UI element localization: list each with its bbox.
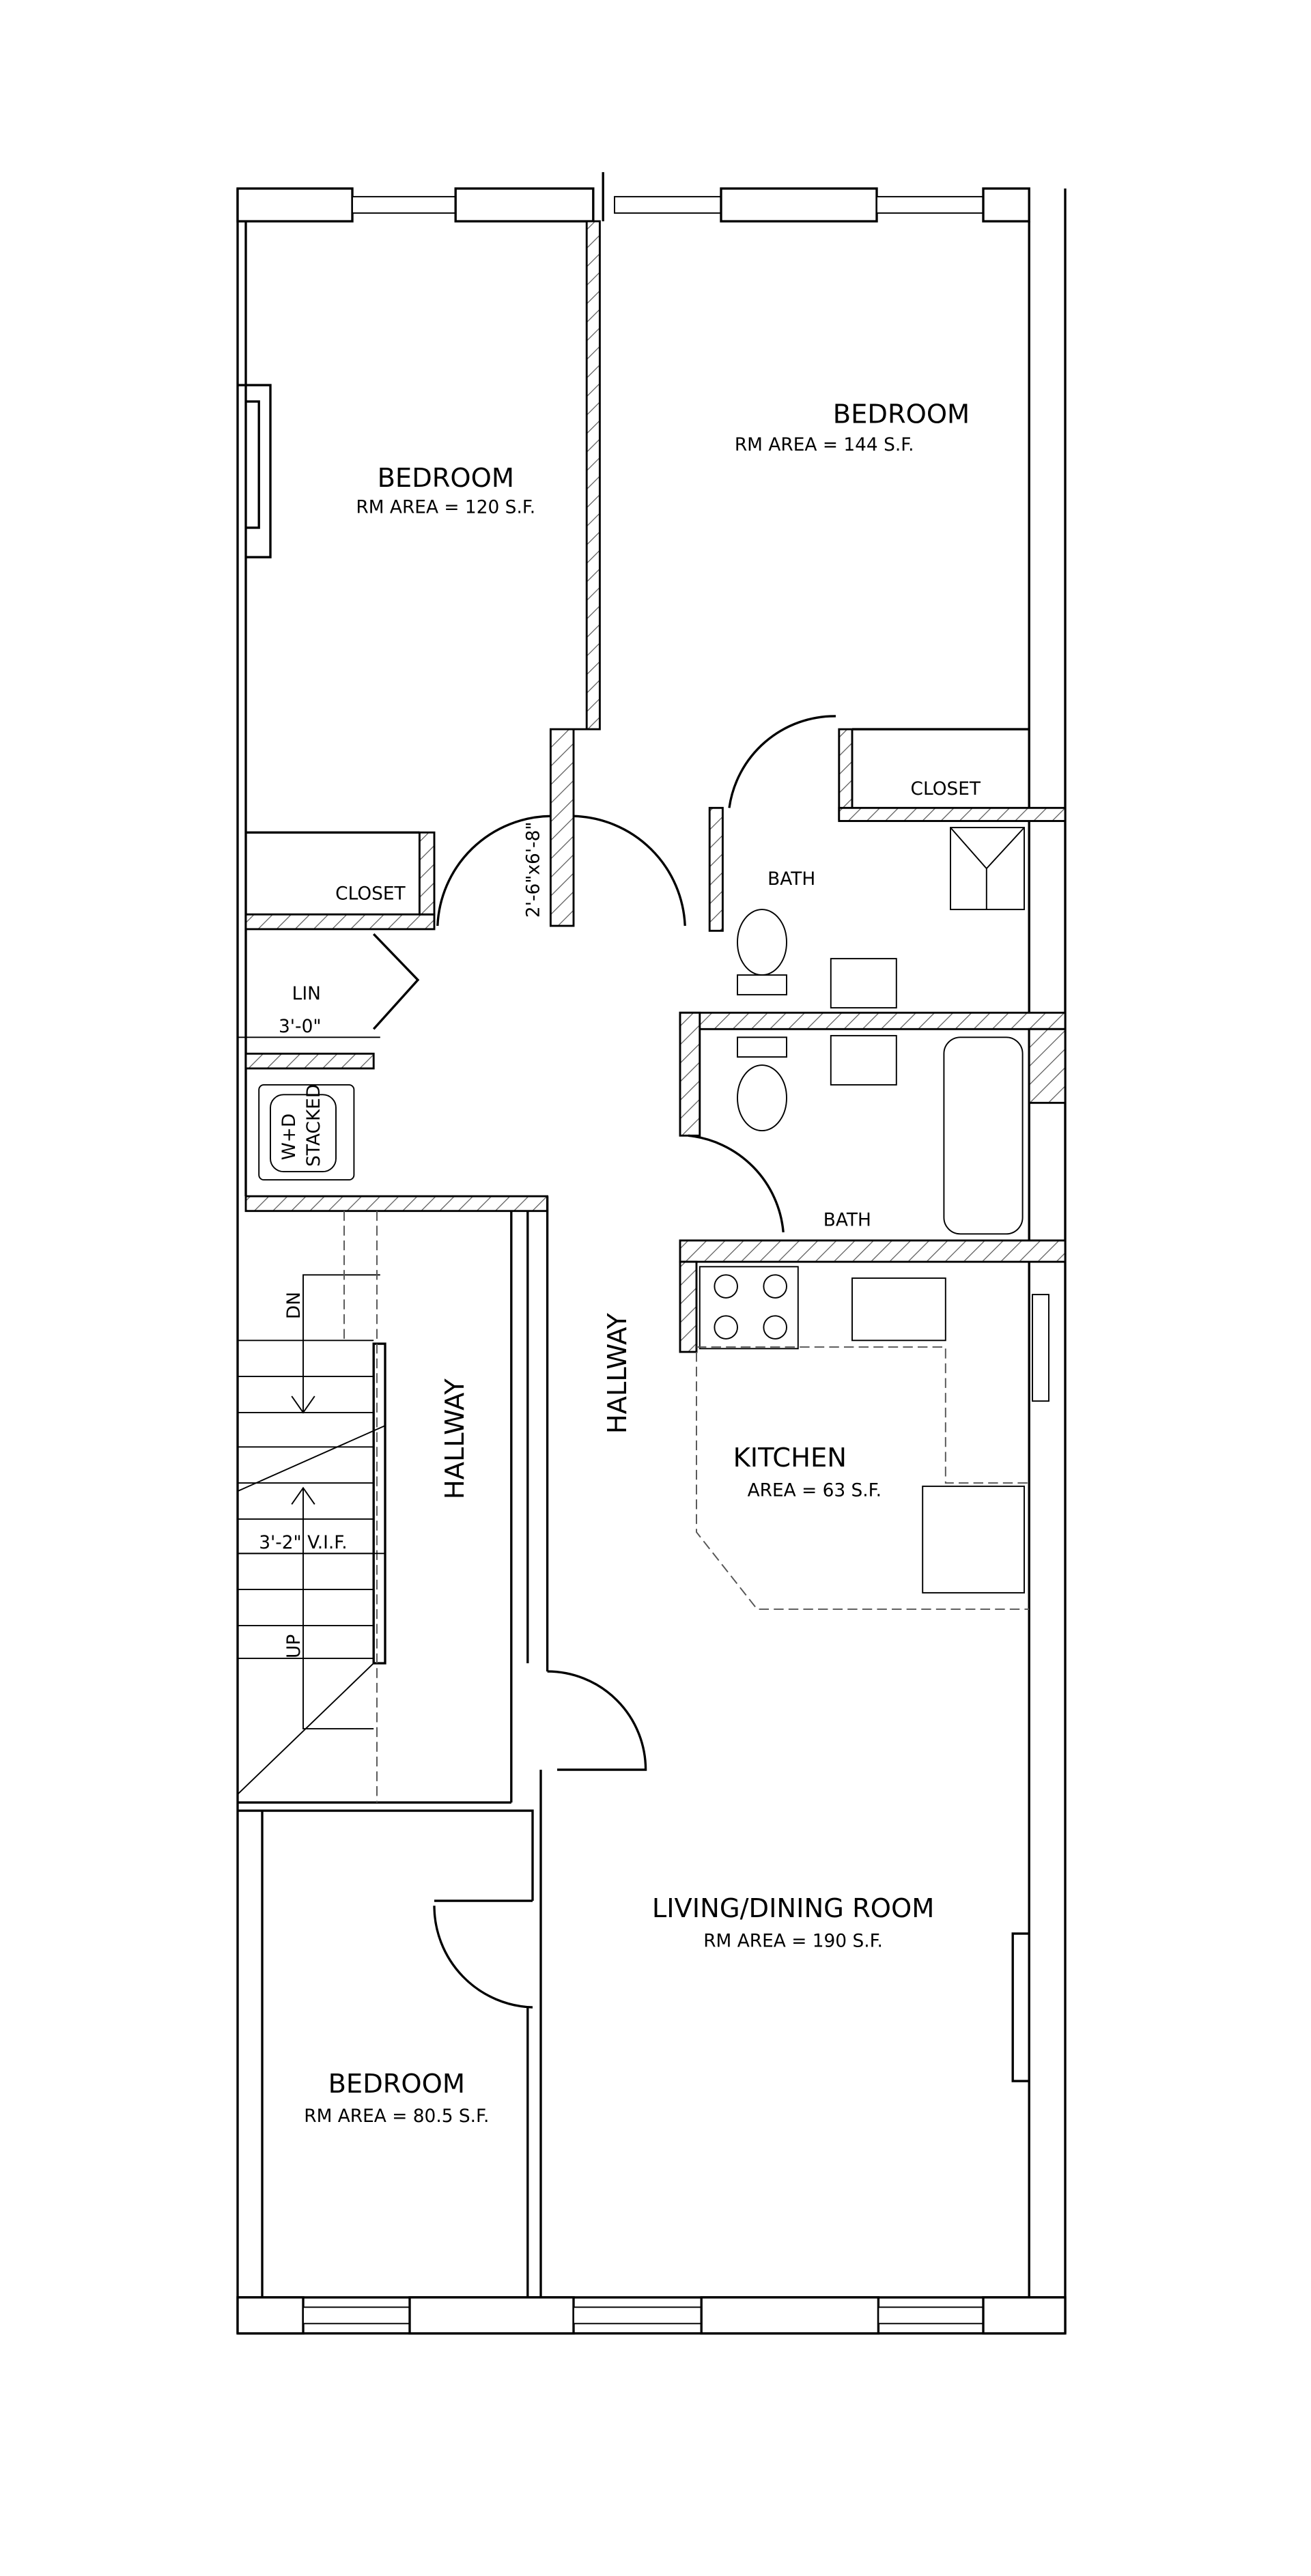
living-area: RM AREA = 190 S.F. [703, 1930, 883, 1951]
hallway-stair-label: HALLWAY [440, 1378, 470, 1500]
stair-down-label: DN [283, 1292, 305, 1319]
closet-right-label: CLOSET [911, 778, 981, 799]
toilet-icon [737, 1064, 787, 1132]
shower-icon [950, 827, 1025, 911]
bathtub-icon [943, 1036, 1024, 1235]
stair-dimension: 3'-2" V.I.F. [259, 1532, 347, 1553]
staircase [237, 1211, 386, 1803]
top-windows [236, 172, 1030, 223]
bedroom-bottom-area: RM AREA = 80.5 S.F. [304, 2106, 489, 2127]
kitchen-area: AREA = 63 S.F. [748, 1480, 882, 1501]
stacked-label: STACKED [303, 1084, 324, 1167]
stove-icon [699, 1266, 799, 1350]
bedroom-right-label: BEDROOM [833, 399, 970, 429]
door-dimension: 2'-6"x6'-8" [523, 821, 544, 918]
bottom-windows [236, 1294, 1067, 2335]
room-labels: BEDROOM RM AREA = 120 S.F. BEDROOM RM AR… [238, 399, 981, 2127]
doors [372, 715, 836, 2009]
hallway-main-label: HALLWAY [602, 1313, 633, 1434]
toilet-icon [737, 909, 787, 976]
washer-dryer-icon [258, 1084, 355, 1181]
interior-walls [238, 220, 1067, 2297]
sink-icon [830, 1034, 897, 1086]
fixtures [258, 827, 1030, 1610]
bath-lower-label: BATH [823, 1209, 871, 1230]
closet-left-label: CLOSET [335, 883, 406, 905]
bedroom-bottom-label: BEDROOM [328, 2069, 465, 2099]
stair-up-label: UP [283, 1634, 305, 1658]
kitchen-label: KITCHEN [733, 1443, 847, 1473]
sink-icon [830, 958, 897, 1009]
refrigerator-icon [922, 1485, 1025, 1594]
linen-dimension: 3'-0" [279, 1016, 322, 1037]
kitchen-sink-icon [851, 1277, 946, 1342]
linen-label: LIN [292, 983, 321, 1004]
bedroom-left-label: BEDROOM [378, 463, 514, 494]
bedroom-left-area: RM AREA = 120 S.F. [356, 496, 535, 518]
living-label: LIVING/DINING ROOM [652, 1893, 935, 1924]
bath-upper-label: BATH [767, 868, 815, 890]
washer-dryer-label: W+D [279, 1114, 300, 1161]
bedroom-right-area: RM AREA = 144 S.F. [735, 434, 914, 455]
